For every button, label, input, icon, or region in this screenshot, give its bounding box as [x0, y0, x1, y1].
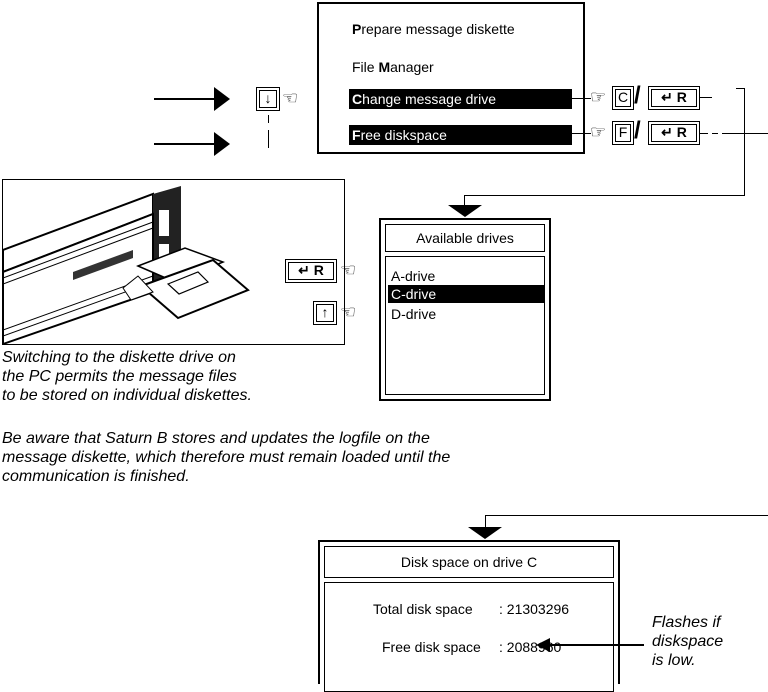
arrow-head-icon: [468, 527, 502, 539]
connector-line: [567, 98, 591, 99]
drives-list: A-drive C-drive D-drive: [385, 256, 545, 395]
c-key[interactable]: C: [612, 86, 634, 110]
arrow-head-icon: [214, 87, 230, 111]
pointing-hand-icon: ☞: [590, 122, 607, 142]
arrow-head-icon: [536, 638, 550, 652]
caption-aware: Be aware that Saturn B stores and update…: [2, 430, 451, 485]
connector-line: [485, 515, 486, 529]
drives-title-bar: Available drives: [385, 224, 545, 252]
drive-item-c[interactable]: C-drive: [388, 285, 545, 303]
pc-drive-icon: [3, 186, 250, 344]
f-key[interactable]: F: [612, 121, 634, 145]
menu-item-free-diskspace[interactable]: Free diskspace: [349, 125, 572, 145]
diskspace-panel: Disk space on drive C Total disk space :…: [318, 540, 620, 692]
enter-key[interactable]: ↵ R: [648, 86, 700, 110]
pointing-hand-icon: ☜: [282, 88, 299, 108]
flash-arrow-line: [548, 644, 644, 646]
drive-item-d[interactable]: D-drive: [391, 306, 437, 322]
total-disk-space-value: : 21303296: [499, 601, 570, 617]
free-disk-space-value: : 2088960: [499, 639, 562, 655]
connector-line: [567, 133, 591, 134]
connector-line: [700, 97, 712, 98]
caption-switching: Switching to the diskette drive on the P…: [2, 349, 252, 404]
caption-flashes: Flashes if diskspace is low.: [652, 614, 724, 669]
connector-line: [700, 133, 708, 134]
left-arrow-line-bottom: [154, 143, 216, 145]
menu-item-prepare-diskette[interactable]: Prepare message diskette: [352, 21, 515, 37]
total-disk-space-label: Total disk space: [373, 601, 473, 617]
main-menu-box: Prepare message diskette File Manager Ch…: [317, 2, 585, 154]
enter-key[interactable]: ↵ R: [648, 121, 700, 145]
up-arrow-key[interactable]: ↑: [313, 301, 337, 325]
connector-line: [712, 133, 718, 134]
connector-line: [722, 133, 768, 134]
connector-line: [464, 195, 465, 207]
connector-line: [485, 515, 768, 516]
down-arrow-key[interactable]: ↓: [256, 87, 280, 111]
diskspace-title-bar: Disk space on drive C: [324, 546, 614, 578]
slash-separator: /: [634, 117, 641, 144]
connector-line: [736, 88, 745, 89]
diskspace-body: Total disk space : 21303296 Free disk sp…: [324, 582, 614, 692]
left-arrow-line-top: [154, 98, 216, 100]
dashed-connector: [268, 115, 269, 123]
menu-item-change-drive[interactable]: Change message drive: [349, 89, 572, 109]
pointing-hand-icon: ☞: [590, 87, 607, 107]
free-disk-space-label: Free disk space: [382, 639, 481, 655]
connector-line: [464, 195, 745, 196]
enter-key[interactable]: ↵ R: [285, 259, 337, 283]
arrow-head-icon: [448, 205, 482, 217]
slash-separator: /: [634, 82, 641, 109]
arrow-head-icon: [214, 132, 230, 156]
available-drives-panel: Available drives A-drive C-drive D-drive: [379, 218, 551, 401]
dashed-connector: [268, 130, 269, 148]
drive-item-a[interactable]: A-drive: [391, 268, 436, 284]
menu-item-file-manager[interactable]: File Manager: [352, 59, 434, 75]
connector-line: [744, 88, 745, 196]
pc-diskette-illustration: [2, 179, 345, 345]
